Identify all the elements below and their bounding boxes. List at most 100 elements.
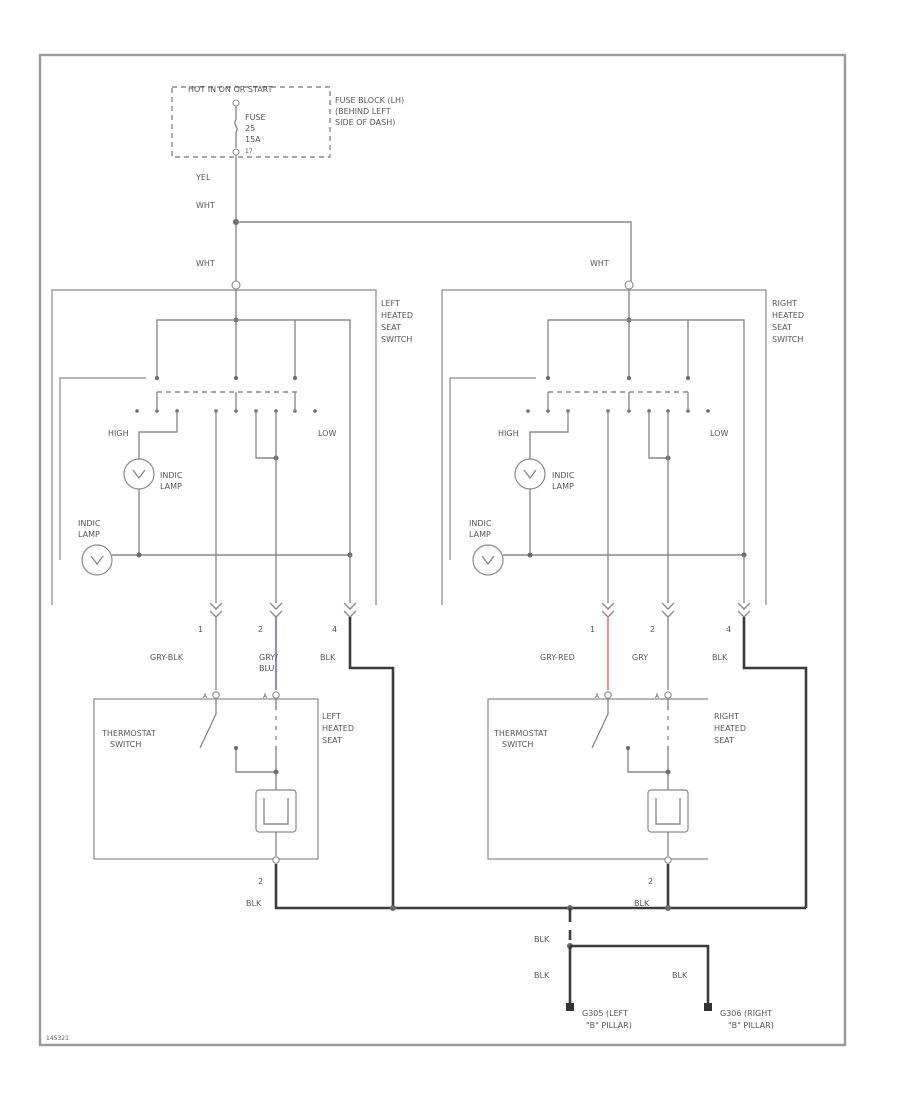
right-seat-term-a: [604, 691, 612, 699]
right-thermo-line1: THERMOSTAT: [493, 729, 548, 738]
left-connectors: [209, 602, 357, 618]
ground-left-icon: [566, 1003, 574, 1011]
left-switch-line2: HEATED: [381, 311, 413, 320]
ground-wire-a: BLK: [534, 935, 550, 944]
left-high-label: HIGH: [108, 429, 129, 438]
left-seat-line2: HEATED: [322, 724, 354, 733]
right-seat-term-b-letter: A: [655, 693, 660, 700]
fuse-label: FUSE: [245, 113, 266, 122]
wire-wht-1: WHT: [196, 201, 215, 210]
wire-wht-right: WHT: [590, 259, 609, 268]
left-heated-seat-switch: HIGH LOW INDIC LAMP INDIC LAMP LEFT HEAT…: [51, 280, 413, 605]
right-illum-lamp-icon: [472, 544, 504, 576]
left-low-label: LOW: [318, 429, 336, 438]
left-seat-term-a-letter: A: [203, 693, 208, 700]
right-switch-line1: RIGHT: [772, 299, 797, 308]
right-feed-wire: [236, 221, 632, 283]
right-switch-outline: [441, 289, 767, 605]
left-seat-term-b-letter: A: [263, 693, 268, 700]
left-contact-3: [293, 376, 297, 380]
right-wire1-label: GRY-RED: [540, 653, 575, 662]
right-seat-line3: SEAT: [714, 736, 734, 745]
left-seat-heater-coil: [263, 798, 289, 825]
left-pin1: 1: [198, 625, 203, 634]
right-thermostat-contact: [626, 746, 630, 750]
right-seat-line1: RIGHT: [714, 712, 739, 721]
left-seat-term-b: [272, 691, 280, 699]
right-bus-splice-1: [527, 552, 533, 558]
right-wire2-label: GRY: [632, 653, 648, 662]
left-switch-poles: [156, 392, 296, 411]
left-pin4: 4: [332, 625, 337, 634]
left-low-link: [255, 411, 276, 459]
ground-right-lead: [570, 944, 710, 1005]
left-indic-lamp-icon: [123, 458, 155, 490]
right-high-wire: [529, 411, 569, 555]
left-switch-line1: LEFT: [381, 299, 400, 308]
fuse-block: HOT IN ON OR START FUSE 25 15A 17 FUSE B…: [171, 85, 404, 158]
right-seat-term-b: [664, 691, 672, 699]
left-contact-1: [155, 376, 159, 380]
left-seat-line1: LEFT: [322, 712, 341, 721]
ground-section: BLK BLK BLK G305 (LEFT "B" PILLAR) G306 …: [534, 908, 774, 1030]
hot-label: HOT IN ON OR START: [188, 85, 273, 94]
fuse-block-outline: [171, 86, 331, 158]
right-ground-pin: 2: [648, 877, 653, 886]
right-thermo-line2: SWITCH: [502, 740, 533, 749]
left-indic-lamp-filament: [132, 469, 146, 480]
right-heated-seat-switch: HIGH LOW INDIC LAMP INDIC LAMP RIGHT HEA…: [441, 280, 804, 605]
left-indic-line2: LAMP: [160, 482, 182, 491]
left-thermo-line2: SWITCH: [110, 740, 141, 749]
right-pin2: 2: [650, 625, 655, 634]
left-seat-line3: SEAT: [322, 736, 342, 745]
right-low-link: [648, 411, 668, 459]
fuse-block-line1: FUSE BLOCK (LH): [335, 96, 404, 105]
left-wire2-line2: BLU: [259, 664, 275, 673]
left-inner-outline: [59, 377, 146, 560]
left-illum-lamp-filament: [90, 555, 104, 566]
right-ground-wire: BLK: [634, 899, 650, 908]
right-seat-term-c: [664, 856, 672, 864]
right-illum-line1: INDIC: [469, 519, 492, 528]
left-switch-input: [231, 280, 241, 290]
left-switch-outline: [51, 289, 377, 605]
left-ground-wire: BLK: [246, 899, 262, 908]
right-thermostat-switch: [591, 699, 668, 773]
fuse-block-line2: (BEHIND LEFT: [335, 107, 391, 116]
right-contacts-lower: [526, 409, 710, 413]
left-high-wire: [138, 411, 178, 555]
right-seat-term-a-letter: A: [595, 693, 600, 700]
right-switch-line4: SWITCH: [772, 335, 803, 344]
right-indic-lamp-filament: [523, 469, 537, 480]
left-wire1-label: GRY-BLK: [150, 653, 184, 662]
right-heated-seat: A A THERMOSTAT SWITCH RIGHT HEATED SEAT: [487, 691, 746, 864]
left-switch-line4: SWITCH: [381, 335, 412, 344]
right-seat-heater-coil: [655, 798, 681, 825]
right-switch-line3: SEAT: [772, 323, 792, 332]
left-seat-heater-icon: [255, 789, 297, 833]
left-wire2-line1: GRY/: [259, 653, 278, 662]
right-indic-line1: INDIC: [552, 471, 575, 480]
right-switch-poles: [547, 392, 689, 411]
right-contact-1: [546, 376, 550, 380]
right-connectors: [601, 602, 751, 618]
wire-yel: YEL: [195, 173, 211, 182]
right-seat-line2: HEATED: [714, 724, 746, 733]
left-bus-splice-1: [136, 552, 142, 558]
left-indic-line1: INDIC: [160, 471, 183, 480]
fuse-amps: 15A: [245, 135, 261, 144]
ground-right-line1: G306 (RIGHT: [720, 1009, 772, 1018]
ground-left-line1: G305 (LEFT: [582, 1009, 628, 1018]
fuse-bottom-terminal: [232, 148, 240, 156]
right-switch-line2: HEATED: [772, 311, 804, 320]
ground-right-line2: "B" PILLAR): [728, 1021, 774, 1030]
fuse-element: [234, 106, 238, 148]
left-seat-term-a: [212, 691, 220, 699]
right-inner-outline: [449, 377, 536, 560]
fuse-pin: 17: [245, 148, 253, 155]
left-contact-2: [234, 376, 238, 380]
ground-splice-right: [665, 905, 671, 911]
right-indic-line2: LAMP: [552, 482, 574, 491]
ground-bus: [274, 864, 806, 910]
left-seat-term-c: [272, 856, 280, 864]
